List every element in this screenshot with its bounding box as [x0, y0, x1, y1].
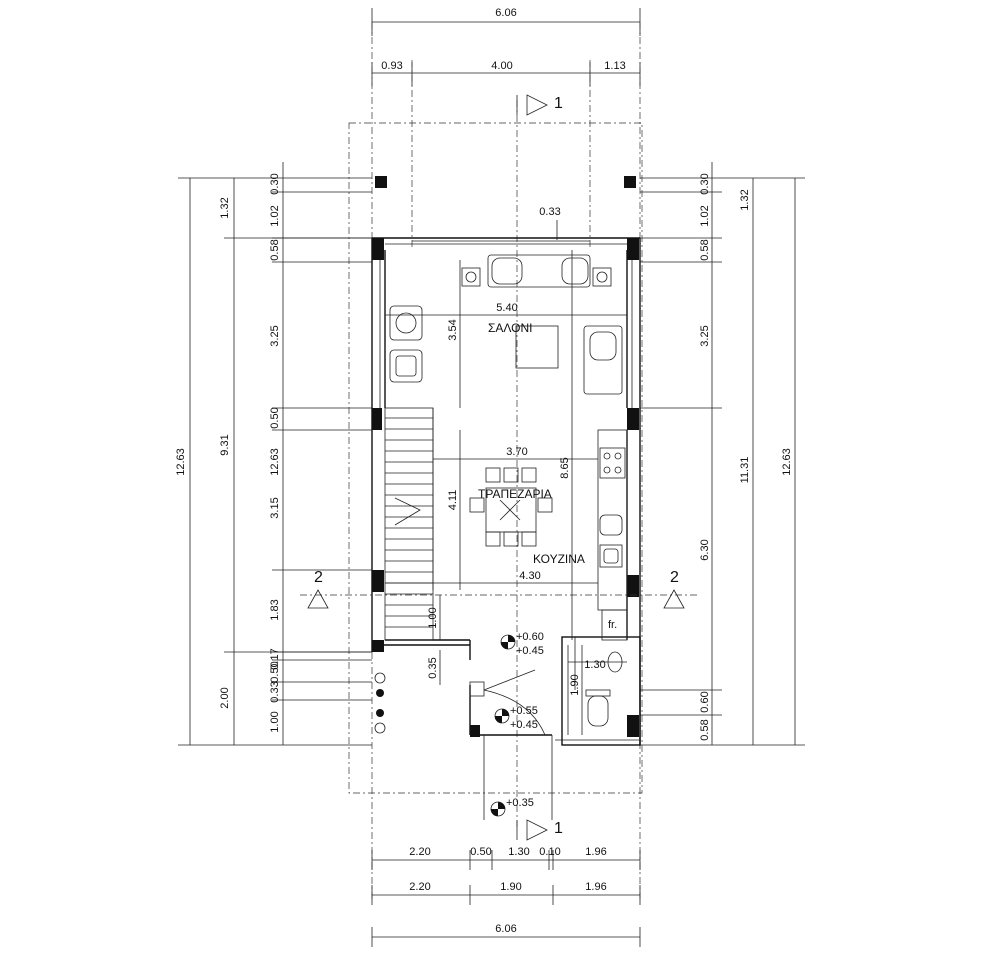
room-label-living: ΣΑΛΟΝΙ — [488, 321, 533, 335]
section-mark-1-bottom: 1 — [516, 819, 563, 841]
column — [375, 176, 387, 188]
dim-right-a3: 3.25 — [699, 325, 711, 346]
dim-left-c9: 0.50 — [269, 661, 281, 682]
dim-int-7: 1.00 — [427, 607, 439, 628]
dining-table — [469, 467, 553, 547]
dim-top-left: 0.93 — [381, 60, 402, 72]
dim-right-c: 12.63 — [781, 448, 793, 476]
interior-dimensions: 0.33 5.40 3.54 3.70 8.65 4.11 4.30 1.00 … — [385, 206, 627, 735]
dim-bottom-r1-4: 1.96 — [585, 846, 606, 858]
level-marker: +0.55 +0.45 — [494, 705, 538, 731]
dim-left-b2: 2.00 — [219, 687, 231, 708]
dim-int-3: 3.70 — [506, 446, 527, 458]
dim-left-c7: 1.83 — [269, 599, 281, 620]
section-mark-2-left: 2 — [300, 569, 700, 609]
dim-left-c4: 0.50 — [269, 407, 281, 428]
dim-right-a2: 0.58 — [699, 239, 711, 260]
dim-right-a1: 1.02 — [699, 205, 711, 226]
dim-int-0: 0.33 — [539, 206, 560, 218]
dim-bottom-total: 6.06 — [495, 923, 516, 935]
left-dimensions: 12.63 1.32 9.31 2.00 0.30 1.02 0.58 3.25… — [175, 162, 372, 746]
top-dimensions: 6.06 0.93 4.00 1.13 — [371, 7, 641, 86]
room-label-kitchen: ΚΟΥΖΙΝΑ — [533, 552, 585, 566]
column — [372, 570, 384, 592]
entrance — [469, 669, 553, 820]
right-dimensions: 0.30 1.02 0.58 3.25 6.30 0.60 0.58 1.32 … — [640, 162, 805, 746]
dim-left-c0: 0.30 — [269, 173, 281, 194]
section-label: 2 — [314, 569, 323, 586]
dim-bottom-r1-0: 2.20 — [409, 846, 430, 858]
dim-int-8: 0.35 — [427, 657, 439, 678]
dim-left-c10: 0.33 — [269, 681, 281, 702]
section-label: 1 — [554, 820, 563, 837]
column — [372, 238, 384, 260]
column — [372, 640, 384, 652]
level-4: +0.35 — [506, 797, 534, 809]
section-label: 1 — [554, 95, 563, 112]
dim-int-6: 4.30 — [519, 570, 540, 582]
dim-top-middle: 4.00 — [491, 60, 512, 72]
dim-int-5: 4.11 — [447, 490, 459, 511]
column — [627, 238, 639, 260]
living-furniture — [389, 254, 623, 395]
dim-left-c3: 3.25 — [269, 325, 281, 346]
dim-left-c1: 1.02 — [269, 205, 281, 226]
staircase — [384, 407, 434, 641]
dim-right-a0: 0.30 — [699, 173, 711, 194]
wc-fixtures — [574, 637, 623, 727]
dim-right-b1: 11.31 — [739, 457, 751, 484]
walls — [371, 237, 641, 746]
level-markers: +0.60 +0.45 +0.55 +0.45 +0.35 — [490, 631, 544, 817]
marker-dot — [376, 689, 384, 697]
dim-bottom-r2-2: 1.96 — [585, 881, 606, 893]
dim-top-right: 1.13 — [604, 60, 625, 72]
dim-bottom-r1-1: 0.50 — [470, 846, 491, 858]
section-mark-1-top: 1 — [516, 94, 563, 116]
dim-left-c8: 0.17 — [269, 648, 281, 669]
section-mark-2-right: 2 — [663, 569, 685, 609]
dim-top-total: 6.06 — [495, 7, 516, 19]
bottom-dimensions: 2.20 0.50 1.30 0.10 1.96 2.20 1.90 1.96 … — [371, 846, 641, 947]
column — [627, 575, 639, 597]
dim-left-c2: 0.58 — [269, 239, 281, 260]
column — [372, 408, 382, 430]
column — [470, 725, 480, 737]
dim-left-c5: 12.63 — [269, 448, 281, 476]
fridge-label: fr. — [608, 619, 617, 631]
column — [624, 176, 636, 188]
column — [627, 715, 639, 737]
dim-bottom-r2-0: 2.20 — [409, 881, 430, 893]
dim-bottom-r2-1: 1.90 — [500, 881, 521, 893]
dim-int-4: 8.65 — [559, 457, 571, 478]
dim-left-total: 12.63 — [175, 448, 187, 476]
level-1: +0.45 — [516, 645, 544, 657]
dim-int-2: 3.54 — [447, 319, 459, 340]
dim-right-a4: 6.30 — [699, 539, 711, 560]
dim-left-b1: 9.31 — [219, 434, 231, 455]
dim-int-10: 1.90 — [569, 674, 581, 695]
dim-left-c11: 1.00 — [269, 711, 281, 732]
level-marker: +0.35 — [490, 797, 534, 817]
dim-bottom-r1-2: 1.30 — [508, 846, 529, 858]
column — [627, 408, 639, 430]
dim-left-b0: 1.32 — [219, 197, 231, 218]
kitchen-counter: fr. — [597, 429, 628, 641]
marker-dot — [376, 709, 384, 717]
dim-int-1: 5.40 — [496, 302, 517, 314]
level-0: +0.60 — [516, 631, 544, 643]
dim-bottom-r1-3: 0.10 — [539, 846, 560, 858]
dim-right-a6: 0.58 — [699, 719, 711, 740]
dim-right-a5: 0.60 — [699, 691, 711, 712]
room-label-dining: ΤΡΑΠΕΖΑΡΙΑ — [478, 487, 552, 501]
level-2: +0.55 — [510, 705, 538, 717]
dim-left-c6: 3.15 — [269, 497, 281, 518]
level-marker: +0.60 +0.45 — [500, 631, 544, 657]
dim-int-9: 1.30 — [584, 659, 605, 671]
level-3: +0.45 — [510, 719, 538, 731]
dim-right-b0: 1.32 — [739, 189, 751, 210]
section-label: 2 — [670, 569, 679, 586]
